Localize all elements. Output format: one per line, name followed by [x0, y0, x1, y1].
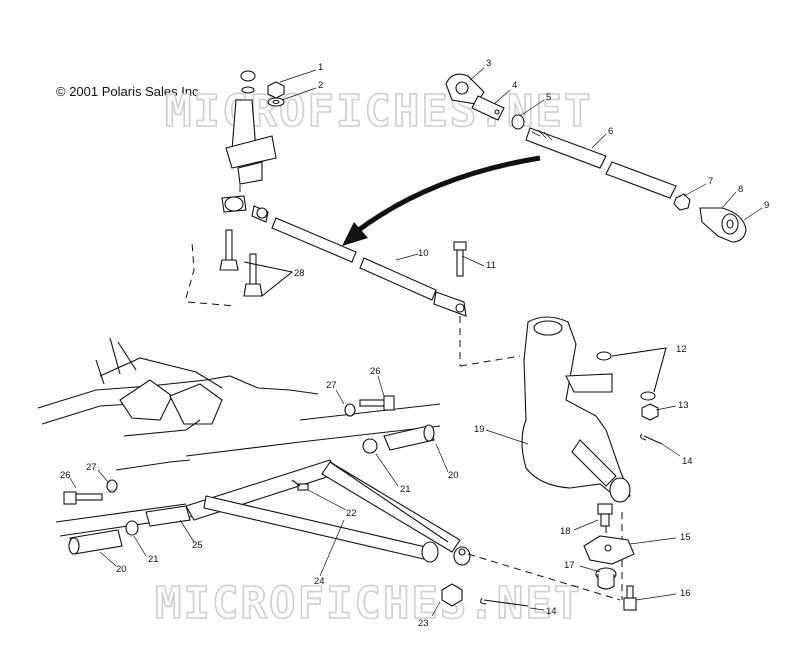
callout-21-left: 21: [148, 554, 159, 565]
nut-1: [267, 81, 285, 99]
callout-4: 4: [512, 80, 517, 91]
callout-3: 3: [486, 58, 491, 69]
plate-15: [583, 535, 635, 565]
arrowhead: [342, 222, 368, 246]
rod-end-8-9: [699, 207, 747, 243]
direction-arrow: [354, 155, 541, 234]
nut-23: [441, 583, 463, 607]
watermark-top: MICROFICHES.NET: [165, 86, 592, 137]
callout-11: 11: [486, 260, 496, 271]
washer-27-right: [344, 403, 356, 417]
callout-27-right: 27: [326, 380, 337, 391]
bolt-11: [453, 241, 467, 277]
bolt-16: [623, 585, 637, 611]
callout-25: 25: [192, 540, 203, 551]
callout-6: 6: [608, 126, 613, 137]
callout-27-left: 27: [86, 462, 97, 473]
callout-1: 1: [318, 62, 323, 73]
callout-15: 15: [680, 532, 691, 543]
nut-13: [641, 403, 659, 421]
tie-rod-10: [251, 205, 467, 317]
bolt-26-right: [359, 395, 395, 411]
callout-5: 5: [546, 92, 551, 103]
callout-7: 7: [708, 176, 713, 187]
callout-20-left: 20: [116, 564, 127, 575]
copyright-notice: © 2001 Polaris Sales Inc.: [56, 84, 203, 99]
washer-27-left: [106, 479, 118, 493]
bolts-28: [219, 229, 294, 297]
cotter-pin-14: [640, 433, 663, 445]
callout-20-right: 20: [448, 470, 459, 481]
callout-18: 18: [560, 526, 571, 537]
rod-end-body-4: [471, 95, 505, 121]
grease-fitting-22: [291, 479, 309, 491]
ball-joint-17: [595, 567, 617, 590]
bushing-25: [145, 505, 191, 527]
callout-24: 24: [314, 576, 325, 587]
callout-9: 9: [764, 200, 769, 211]
jam-nut-5: [511, 114, 525, 130]
callout-12: 12: [676, 344, 687, 355]
bolt-26-left: [63, 491, 103, 505]
callout-labels: 1 2 3 4 5 6 7 8 9 10 11 12 13 14 15 16 1…: [60, 58, 769, 629]
nut-7: [673, 193, 691, 211]
callout-22: 22: [346, 508, 357, 519]
callout-16: 16: [680, 588, 691, 599]
callout-19: 19: [474, 424, 485, 435]
tie-rod-6: [525, 127, 677, 199]
watermark-bottom: MICROFICHES.NET: [155, 578, 582, 629]
bolt-18: [597, 503, 613, 527]
washer-2: [267, 97, 285, 107]
callout-17: 17: [564, 560, 575, 571]
bushing-20-right: [383, 424, 435, 451]
callout-13: 13: [678, 400, 689, 411]
bushing-20-left: [68, 529, 123, 555]
steering-post: [221, 70, 277, 213]
washer-21-right: [362, 438, 378, 454]
callout-21-right: 21: [400, 484, 411, 495]
callout-26-left: 26: [60, 470, 71, 481]
callout-14: 14: [682, 456, 693, 467]
spindle-19: [521, 316, 631, 503]
callout-28: 28: [294, 268, 305, 279]
callout-14-bottom: 14: [546, 606, 557, 617]
washer-21-left: [125, 520, 139, 536]
callout-26-right: 26: [370, 366, 381, 377]
callout-2: 2: [318, 80, 323, 91]
frame: [37, 337, 319, 471]
leader-lines: [69, 67, 763, 617]
a-arm-24: [185, 459, 471, 566]
callout-23: 23: [418, 618, 429, 629]
washers-12: [596, 347, 667, 401]
callout-10: 10: [418, 248, 429, 259]
cotter-pin-14-bottom: [480, 597, 529, 607]
callout-8: 8: [738, 184, 743, 195]
